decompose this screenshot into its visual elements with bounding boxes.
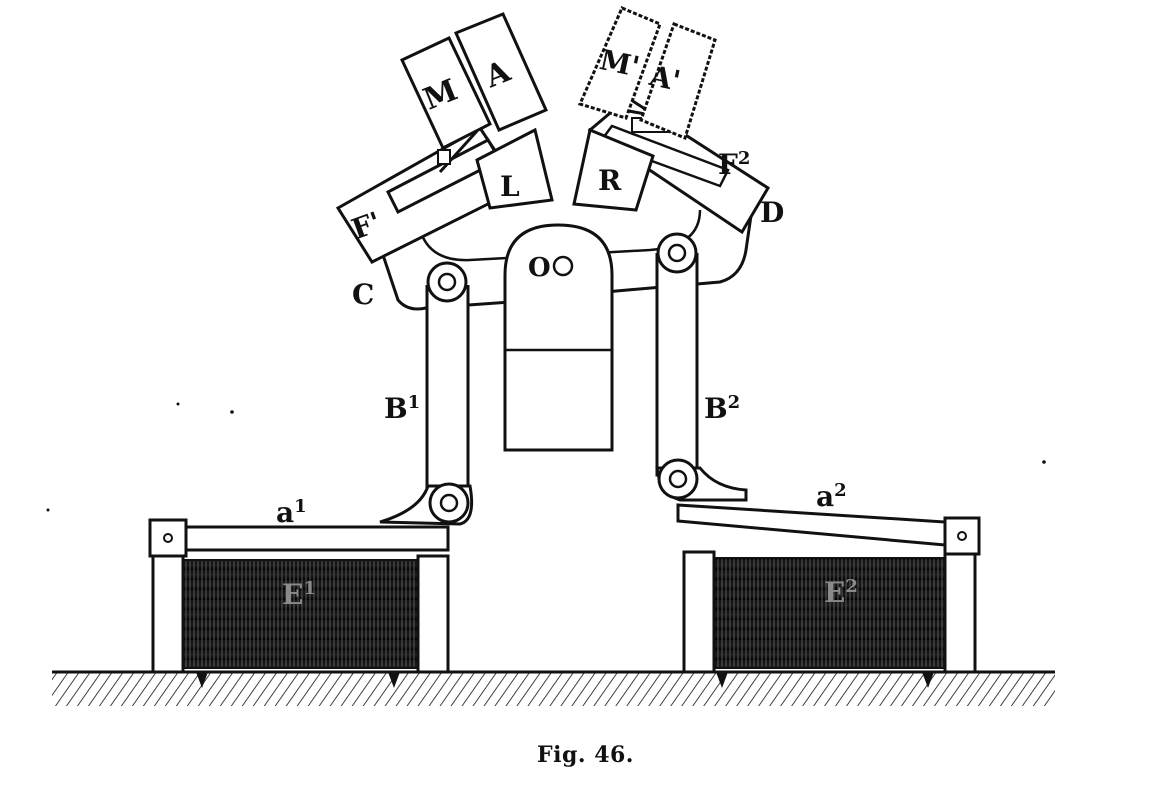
label-e2: E2	[824, 576, 858, 609]
label-a1: a1	[276, 496, 307, 529]
speck	[176, 402, 180, 406]
ground	[52, 670, 1055, 706]
speck	[46, 508, 50, 512]
label-m-prime: M'	[597, 43, 643, 84]
armature-a2	[676, 503, 947, 547]
label-a-prime: A'	[646, 59, 683, 98]
speck	[230, 410, 234, 414]
block-m	[400, 36, 492, 151]
figure-caption: Fig. 46.	[537, 742, 634, 768]
label-b1: B1	[384, 392, 420, 425]
block-a-prime	[639, 22, 717, 141]
label-a2: a2	[816, 480, 847, 513]
electromagnet-e1	[148, 518, 450, 688]
speck	[1042, 460, 1046, 464]
central-column	[503, 223, 614, 452]
block-l	[475, 127, 554, 210]
flap-f1	[335, 126, 523, 264]
lever-b1	[379, 261, 474, 526]
lever-b2	[655, 232, 748, 502]
label-d: D	[760, 196, 784, 229]
armature-a1	[184, 525, 450, 552]
label-l: L	[500, 170, 520, 203]
electromagnet-e2	[682, 516, 981, 688]
label-b2: B2	[704, 392, 740, 425]
block-r	[572, 127, 655, 212]
label-f2: F2	[718, 148, 750, 181]
label-e1: E1	[282, 578, 316, 611]
block-m-prime	[577, 6, 662, 120]
label-c: C	[352, 278, 374, 311]
label-r: R	[598, 164, 622, 197]
block-a	[454, 12, 548, 132]
label-o: O	[528, 253, 551, 283]
